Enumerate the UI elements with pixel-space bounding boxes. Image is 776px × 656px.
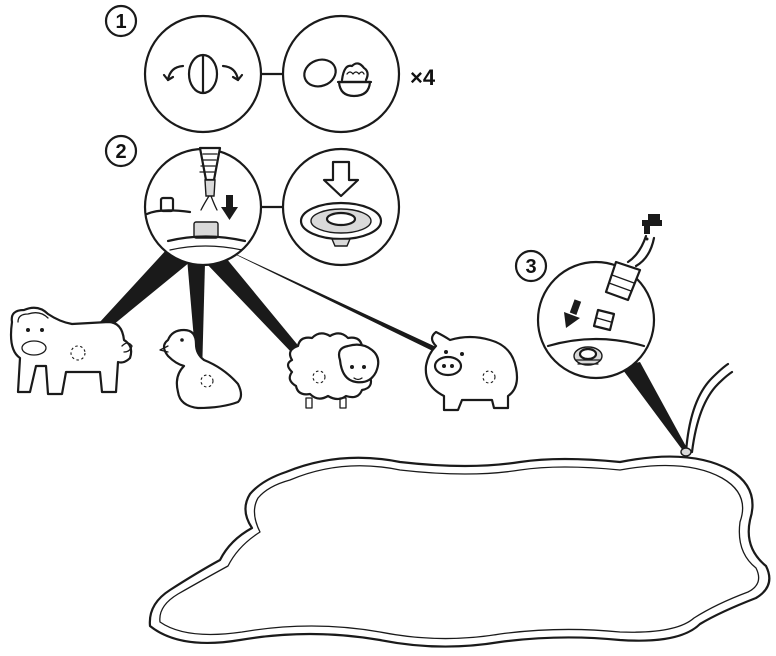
hose-connector-detail-icon [536,234,656,380]
attach-sprinkler-icon [143,146,263,267]
duck-icon [159,328,243,410]
step-2-number-badge: 2 [104,134,138,168]
animal-sprinklers [9,306,519,412]
callout-beam-step-3 [620,362,688,452]
rotate-cap-icon [143,14,263,134]
supply-hose [684,362,730,454]
step-3-number-badge: 3 [514,249,548,283]
step-3: 3 [514,214,688,452]
open-capsule-icon [281,14,401,134]
pig-icon [424,330,519,412]
sheep-icon [286,332,380,409]
step-2: 2 [76,134,490,377]
svg-text:×4: ×4 [410,65,436,90]
splash-mat [148,362,771,648]
quantity-multiplier: ×4 [410,65,436,90]
step-1-number: 1 [115,11,126,33]
multiplier-symbol: × [410,65,423,90]
multiplier-count: 4 [423,65,436,90]
cow-icon [9,306,133,396]
step-1-number-badge: 1 [104,4,138,38]
sprinkler-cap-detail-icon [281,147,401,267]
step-2-number: 2 [115,141,126,163]
press-down-arrow-icon [221,195,238,220]
insert-down-arrow-icon [322,160,360,198]
step-1: 1 ×4 [104,4,436,134]
step-3-number: 3 [525,256,536,278]
insert-down-arrow-icon-step-3 [564,299,582,328]
